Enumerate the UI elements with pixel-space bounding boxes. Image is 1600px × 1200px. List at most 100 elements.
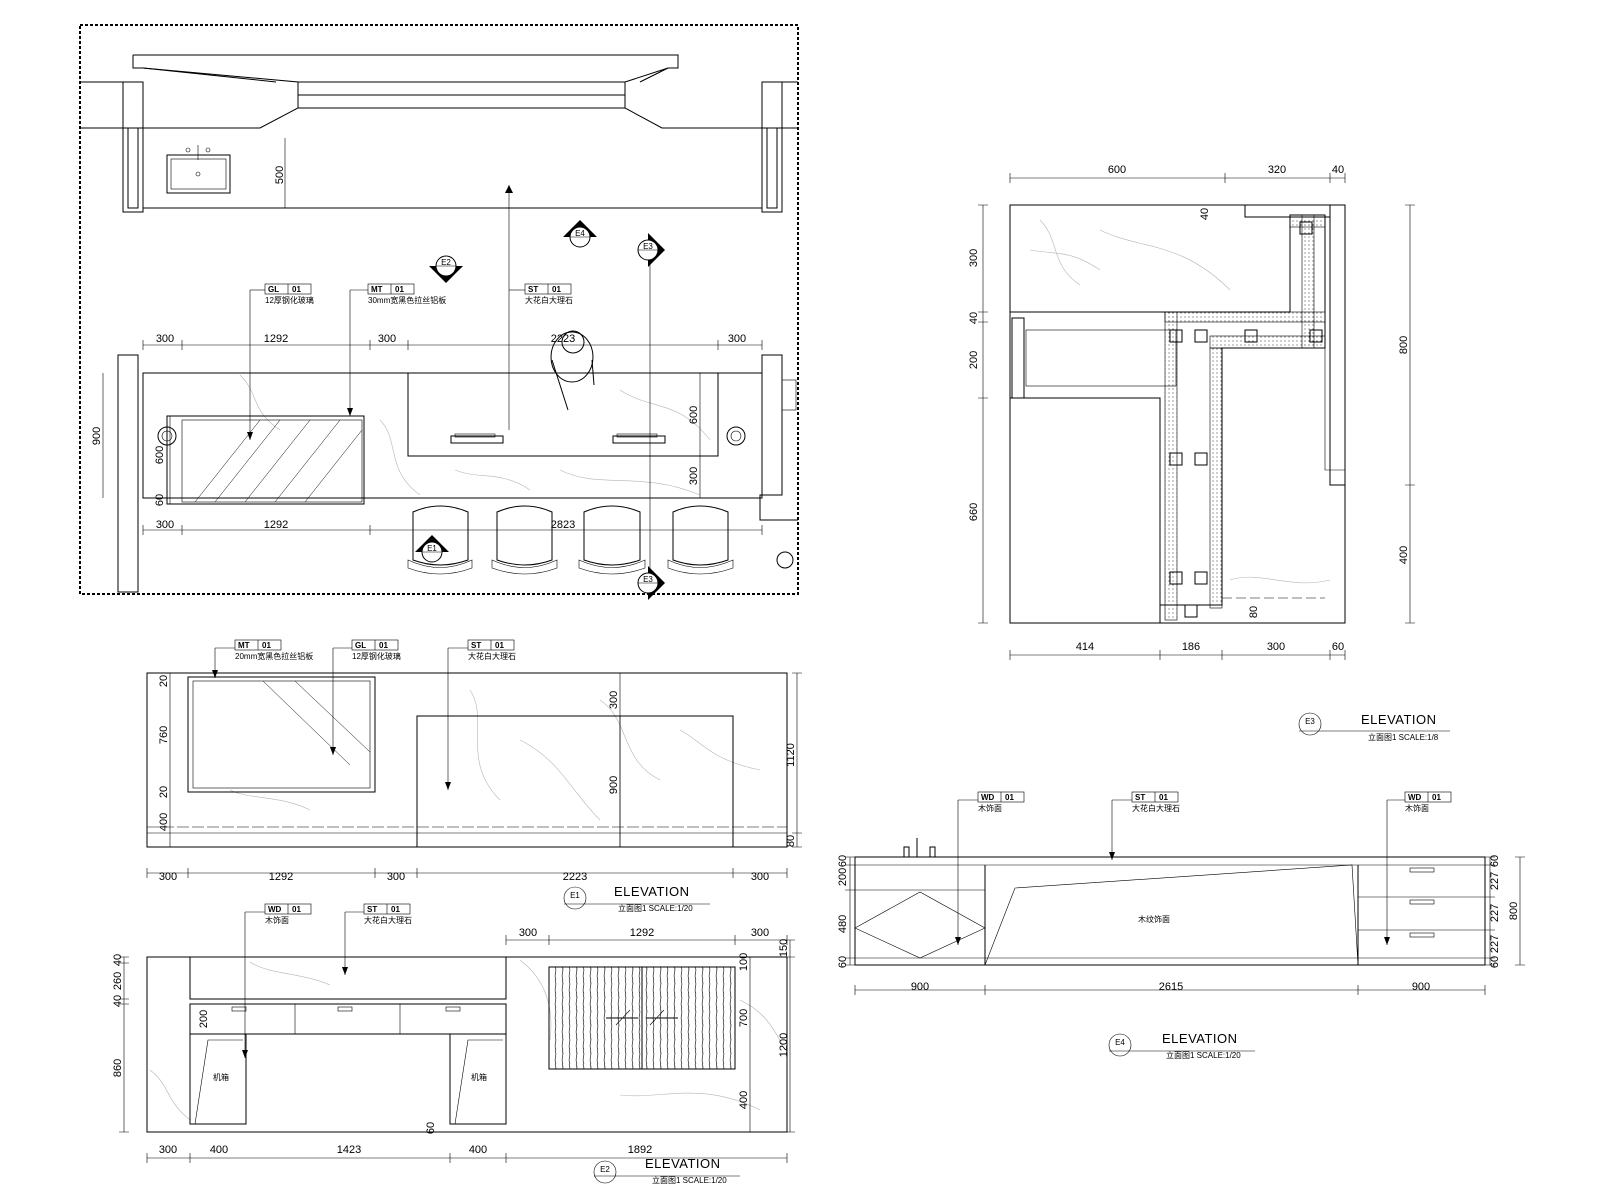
e3-dim-top-1: 320 [1268, 164, 1286, 176]
marker-e2: E2 [429, 255, 463, 283]
e1-dim-bottom-1: 1292 [269, 871, 293, 883]
e2-dim-60: 60 [425, 1122, 437, 1134]
e2-dim-bottom-3: 400 [469, 1144, 487, 1156]
marker-label: E2 [441, 258, 451, 267]
tag-desc: 木饰面 [265, 915, 289, 925]
e2-dim-left-2: 40 [112, 995, 124, 1007]
e1-tag-mt: MT 01 20mm宽黑色拉丝铝板 [212, 639, 313, 678]
material-tag-gl: GL 01 12厚钢化玻璃 [247, 283, 314, 440]
e1-dim-right-0: 1120 [785, 743, 797, 767]
marker-e4: E4 [563, 220, 597, 248]
tag-num: 01 [292, 285, 301, 294]
e4-dim-right-1: 227 [1489, 872, 1501, 890]
tag-num: 01 [391, 905, 400, 914]
e3-dim-top-0: 600 [1108, 164, 1126, 176]
e4-dim-right-3: 227 [1489, 935, 1501, 953]
e3-dim-right-1: 400 [1398, 546, 1410, 564]
tag-desc: 12厚钢化玻璃 [265, 295, 314, 305]
e1-dim-left-2: 20 [158, 786, 170, 798]
tag-code: WD [981, 793, 995, 802]
elevation-e4: 木纹饰面 WD 01 木饰面 ST 01 大花白大理石 WD 01 木饰面 60… [837, 791, 1525, 1060]
e2-dim-left-1: 260 [112, 972, 124, 990]
marker-label: E4 [575, 229, 585, 238]
e2-dim-200: 200 [198, 1010, 210, 1028]
e3-dim-right-0: 800 [1398, 336, 1410, 354]
e1-dim-right-1: 80 [785, 835, 797, 847]
e1-tag-st: ST 01 大花白大理石 [445, 639, 516, 790]
e2-dim-bottom-4: 1892 [628, 1144, 652, 1156]
tag-num: 01 [292, 905, 301, 914]
e2-dim-top-1: 1292 [630, 927, 654, 939]
e2-dim-left-0: 40 [112, 954, 124, 966]
plan-dim-bottom-0: 300 [156, 519, 174, 531]
e3-dim-bottom-2: 300 [1267, 641, 1285, 653]
e2-dim-right-1: 1200 [778, 1033, 790, 1057]
plan-dim-bottom-2: 2823 [551, 519, 575, 531]
e4-subtitle: 立面图1 SCALE:1/20 [1166, 1050, 1241, 1060]
e1-dim-bottom-0: 300 [159, 871, 177, 883]
e4-dim-left-2: 480 [837, 915, 849, 933]
e4-dim-right-4: 60 [1489, 956, 1501, 968]
e3-small-40: 40 [1199, 208, 1211, 220]
e2-tag-wd: WD 01 木饰面 [242, 903, 312, 1058]
material-tag-mt: MT 01 30mm宽黑色拉丝铝板 [347, 283, 446, 416]
e2-dim-top-0: 300 [519, 927, 537, 939]
tag-desc: 大花白大理石 [364, 915, 412, 925]
e3-dim-top-2: 40 [1332, 164, 1344, 176]
marker-label: E3 [643, 575, 653, 584]
tag-num: 01 [552, 285, 561, 294]
tag-desc: 木饰面 [978, 803, 1002, 813]
e4-label-center: 木纹饰面 [1138, 914, 1170, 924]
e3-marker: E3 [1305, 717, 1315, 726]
e1-title: ELEVATION [614, 884, 690, 899]
e3-dim-left-1: 40 [968, 312, 980, 324]
tag-num: 01 [1159, 793, 1168, 802]
e2-subtitle: 立面图1 SCALE:1/20 [652, 1175, 727, 1185]
e2-dim-bottom-0: 300 [159, 1144, 177, 1156]
e3-dim-left-3: 660 [968, 503, 980, 521]
plan-dim-top-3: 2223 [551, 333, 575, 345]
elevation-e2: 机箱 机箱 WD 01 木饰面 ST 01 大花白大理石 300 1292 30… [112, 903, 795, 1185]
plan-dim-left-2: 60 [154, 494, 166, 506]
e4-dim-left-3: 60 [837, 956, 849, 968]
e4-dim-bottom-2: 900 [1412, 981, 1430, 993]
plan-dim-top-1: 1292 [264, 333, 288, 345]
marker-e1: E1 [415, 535, 449, 563]
e3-dim-left-2: 200 [968, 351, 980, 369]
chairs [407, 505, 734, 575]
tag-code: ST [367, 905, 377, 914]
e4-dim-800: 800 [1508, 902, 1520, 920]
tag-desc: 木饰面 [1405, 803, 1429, 813]
e3-dim-80: 80 [1248, 606, 1260, 618]
tag-desc: 大花白大理石 [525, 295, 573, 305]
tag-code: WD [1408, 793, 1422, 802]
e2-tag-st: ST 01 大花白大理石 [342, 903, 412, 975]
e2-dim-bottom-2: 1423 [337, 1144, 361, 1156]
tag-desc: 20mm宽黑色拉丝铝板 [235, 651, 313, 661]
e2-marker: E2 [600, 1165, 610, 1174]
plan-dim-left-1: 600 [154, 446, 166, 464]
tag-num: 01 [1432, 793, 1441, 802]
e4-title: ELEVATION [1162, 1031, 1238, 1046]
plan-dim-top-2: 300 [378, 333, 396, 345]
plan-dim-left-0: 900 [91, 427, 103, 445]
tag-code: WD [268, 905, 282, 914]
e1-dim-left-3: 400 [158, 813, 170, 831]
e4-dim-right-2: 227 [1489, 904, 1501, 922]
marker-e3-bottom: E3 [637, 566, 665, 600]
e4-dim-bottom-0: 900 [911, 981, 929, 993]
e1-dim-bottom-2: 300 [387, 871, 405, 883]
e2-dim-top-2: 300 [751, 927, 769, 939]
e2-label-right: 机箱 [471, 1072, 487, 1082]
tag-code: ST [471, 641, 481, 650]
e4-dim-right-0: 60 [1489, 855, 1501, 867]
tag-num: 01 [395, 285, 404, 294]
e2-title: ELEVATION [645, 1156, 721, 1171]
tag-code: MT [238, 641, 250, 650]
plan-dim-bottom-1: 1292 [264, 519, 288, 531]
tag-desc: 12厚钢化玻璃 [352, 651, 401, 661]
tag-code: ST [1135, 793, 1145, 802]
e3-title: ELEVATION [1361, 712, 1437, 727]
tag-code: GL [355, 641, 366, 650]
glass-panel-plan [166, 415, 365, 505]
